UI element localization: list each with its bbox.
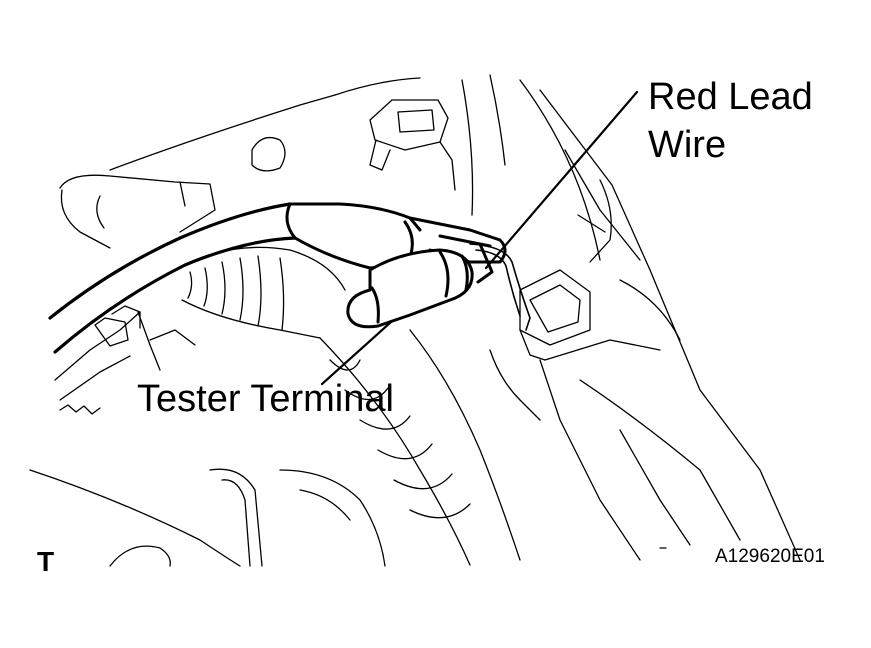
corner-mark: T: [37, 546, 55, 577]
background-components: [29, 74, 801, 567]
red-lead-wire: [469, 243, 531, 331]
leader-lines: [320, 90, 639, 386]
red-lead-wire-label-line1: Red Lead: [648, 76, 813, 118]
tester-terminal-label: Tester Terminal: [137, 378, 394, 420]
tester-cable: [48, 202, 297, 354]
cable-sleeve: [285, 202, 507, 284]
red-lead-leader-line: [484, 90, 639, 270]
tester-terminal-cap: [346, 248, 474, 329]
tester-terminal-leader-line: [320, 320, 393, 386]
red-lead-wire-label-line2: Wire: [648, 124, 727, 166]
figure-id: A129620E01: [715, 546, 825, 567]
